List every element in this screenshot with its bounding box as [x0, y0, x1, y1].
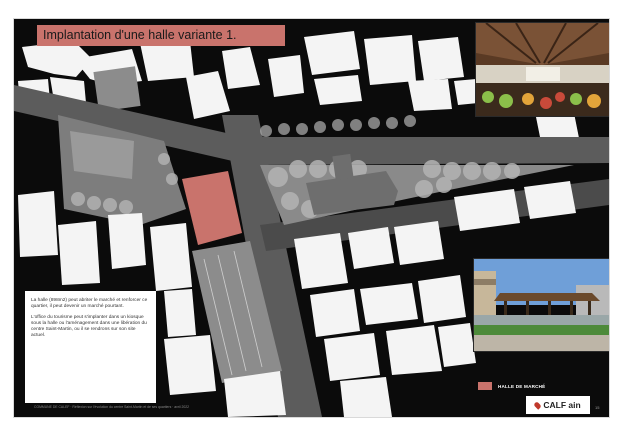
- buildings-top-right: [268, 31, 580, 147]
- location-pin-icon: [533, 400, 543, 410]
- description-paragraph-2: L'office du tourisme peut s'implanter da…: [31, 314, 147, 339]
- legend-swatch: [478, 382, 492, 390]
- slide-footer: COMMUNE DE CALEF · Réflexion sur l'évolu…: [34, 405, 189, 409]
- buildings-bottom: [18, 181, 576, 417]
- new-market-hall-footprint: [182, 171, 242, 245]
- plaza-trees: [268, 160, 520, 218]
- map-legend: HALLE DE MARCHÉ: [478, 382, 545, 390]
- market-hall-interior-photo: [475, 22, 609, 117]
- legend-label: HALLE DE MARCHÉ: [498, 383, 546, 389]
- description-paragraph-1: La halle (898m2) peut abriter le marché …: [31, 298, 148, 310]
- slide-title: Implantation d'une halle variante 1.: [37, 25, 285, 46]
- description-textbox: La halle (898m2) peut abriter le marché …: [25, 291, 156, 403]
- market-hall-exterior-photo: [473, 258, 609, 352]
- presentation-slide: Implantation d'une halle variante 1.: [14, 19, 609, 417]
- page-number: 15: [595, 405, 600, 410]
- commune-logo: CALF ain: [526, 396, 590, 414]
- logo-text: CALF ain: [543, 400, 581, 410]
